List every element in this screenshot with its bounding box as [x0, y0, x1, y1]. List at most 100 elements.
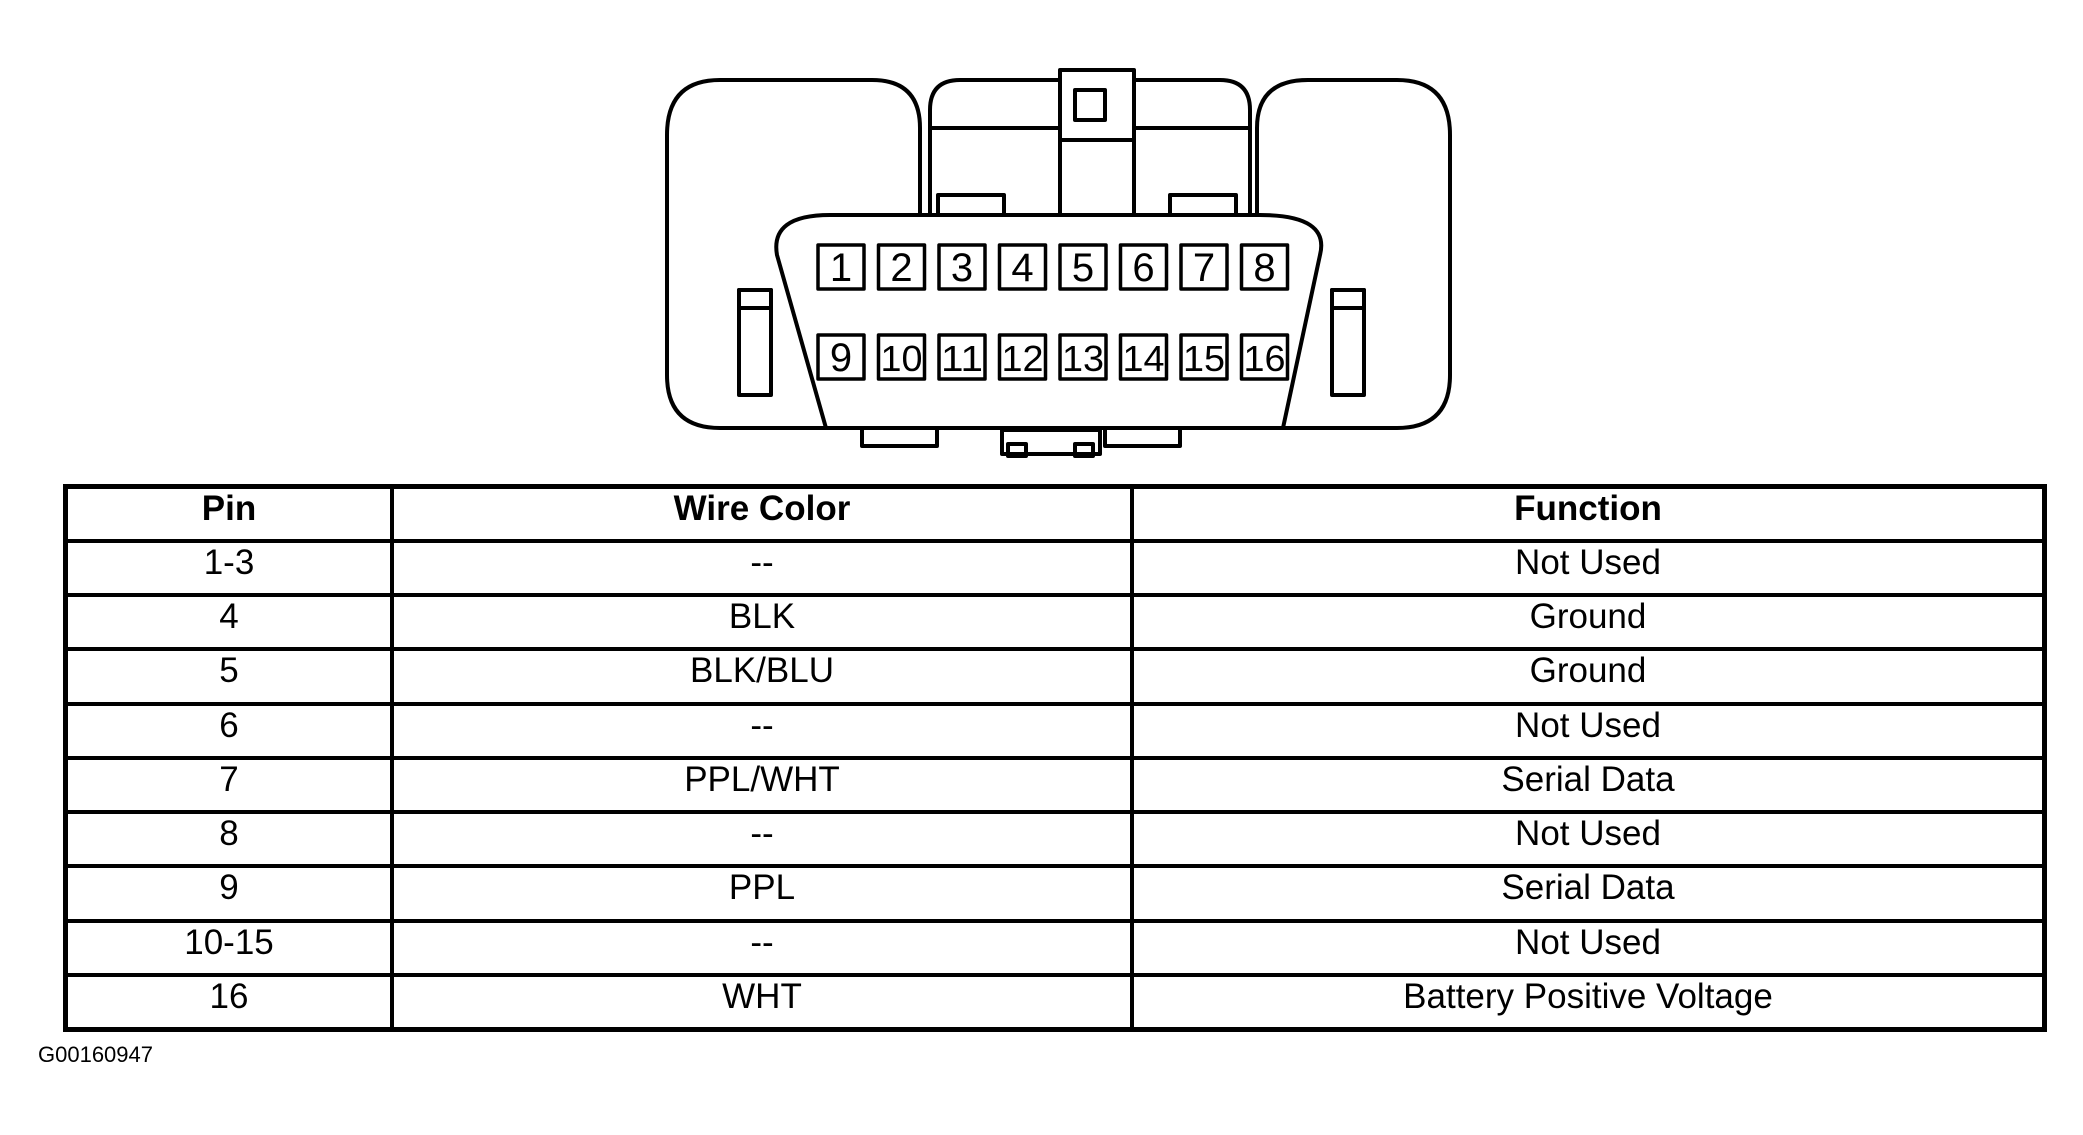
pin-cell: 3	[937, 243, 987, 291]
pin-cell: 12	[997, 333, 1048, 381]
pin-cell: 2	[876, 243, 927, 291]
cell-wire-color: BLK	[390, 593, 1134, 652]
cell-wire-color: WHT	[390, 972, 1134, 1032]
header-pin: Pin	[63, 484, 394, 543]
cell-function: Serial Data	[1130, 755, 2047, 815]
pin-box	[1058, 333, 1108, 381]
pin-cell: 15	[1179, 333, 1229, 381]
pin-cell: 11	[937, 333, 987, 381]
pin-number: 6	[1132, 246, 1154, 290]
cell-wire-color: PPL	[390, 864, 1134, 923]
table-row: 7 PPL/WHT Serial Data	[63, 755, 2047, 815]
figure-id: G00160947	[38, 1042, 153, 1067]
cell-pin: 8	[63, 810, 394, 869]
pin-cell: 13	[1058, 333, 1108, 381]
pin-box	[876, 243, 927, 291]
side-post-left	[737, 288, 773, 397]
table-row: 1-3 -- Not Used	[63, 538, 2047, 598]
pin-number: 8	[1253, 246, 1275, 290]
table-row: 8 -- Not Used	[63, 810, 2047, 869]
pin-number: 14	[1123, 338, 1165, 379]
pin-number: 13	[1062, 338, 1104, 379]
cell-pin: 1-3	[63, 538, 394, 598]
cell-function: Not Used	[1130, 538, 2047, 598]
cell-pin: 6	[63, 701, 394, 760]
pin-number: 9	[830, 336, 852, 380]
latch-tab	[1058, 68, 1136, 142]
cell-function: Not Used	[1130, 701, 2047, 760]
pin-box	[937, 333, 987, 381]
cell-pin: 10-15	[63, 918, 394, 977]
pinout-table: Pin Wire Color Function 1-3 -- Not Used …	[63, 484, 2047, 1032]
header-function: Function	[1130, 484, 2047, 543]
pin-box	[1239, 243, 1290, 291]
cell-pin: 16	[63, 972, 394, 1032]
bottom-key-right	[1103, 426, 1182, 448]
pin-box	[876, 333, 927, 381]
table-row: 9 PPL Serial Data	[63, 864, 2047, 923]
cell-function: Serial Data	[1130, 864, 2047, 923]
housing-left-lobe	[665, 78, 922, 430]
pin-number: 15	[1183, 338, 1225, 379]
cell-wire-color: --	[390, 701, 1134, 760]
pin-number: 10	[881, 338, 923, 379]
table-header-row: Pin Wire Color Function	[63, 484, 2047, 543]
cell-wire-color: BLK/BLU	[390, 647, 1134, 706]
pin-cell: 4	[997, 243, 1048, 291]
cell-pin: 7	[63, 755, 394, 815]
pin-number: 16	[1244, 338, 1286, 379]
pin-number: 7	[1193, 246, 1215, 290]
cell-pin: 4	[63, 593, 394, 652]
pin-cell: 5	[1058, 243, 1108, 291]
table-row: 4 BLK Ground	[63, 593, 2047, 652]
pin-cell: 7	[1179, 243, 1229, 291]
cell-wire-color: --	[390, 918, 1134, 977]
pin-cell: 6	[1118, 243, 1169, 291]
pin-box	[1179, 243, 1229, 291]
cell-wire-color: PPL/WHT	[390, 755, 1134, 815]
pin-cell: 1	[816, 243, 866, 291]
cell-function: Not Used	[1130, 810, 2047, 869]
table-row: 6 -- Not Used	[63, 701, 2047, 760]
housing-right-lobe	[1100, 78, 1452, 430]
pin-cell: 10	[876, 333, 927, 381]
pin-face	[774, 213, 1324, 430]
cell-pin: 5	[63, 647, 394, 706]
pin-box	[997, 243, 1048, 291]
pin-box	[1179, 333, 1229, 381]
pin-box	[1118, 243, 1169, 291]
pin-box	[1118, 333, 1169, 381]
cell-wire-color: --	[390, 538, 1134, 598]
pin-box	[1058, 243, 1108, 291]
pin-cell: 14	[1118, 333, 1169, 381]
table-row: 5 BLK/BLU Ground	[63, 647, 2047, 706]
pin-cell: 8	[1239, 243, 1290, 291]
pin-cell: 16	[1239, 333, 1290, 381]
pin-number: 4	[1011, 246, 1033, 290]
cell-pin: 9	[63, 864, 394, 923]
pin-box	[816, 333, 866, 381]
header-wire-color: Wire Color	[390, 484, 1134, 543]
table-row: 16 WHT Battery Positive Voltage	[63, 972, 2047, 1032]
pin-number: 1	[830, 246, 852, 290]
pin-box	[1239, 333, 1290, 381]
side-post-right	[1330, 288, 1366, 397]
cell-wire-color: --	[390, 810, 1134, 869]
pin-box	[937, 243, 987, 291]
cell-function: Ground	[1130, 593, 2047, 652]
pin-box	[997, 333, 1048, 381]
center-latch	[928, 78, 1062, 215]
bottom-key-left	[860, 426, 939, 448]
pin-cell: 9	[816, 333, 866, 381]
pin-number: 11	[941, 338, 983, 379]
pin-box	[816, 243, 866, 291]
cell-function: Battery Positive Voltage	[1130, 972, 2047, 1032]
cell-function: Not Used	[1130, 918, 2047, 977]
pin-number: 3	[951, 246, 973, 290]
pin-number: 12	[1002, 338, 1044, 379]
pin-number: 2	[890, 246, 912, 290]
pin-number: 5	[1072, 246, 1094, 290]
table-row: 10-15 -- Not Used	[63, 918, 2047, 977]
cell-function: Ground	[1130, 647, 2047, 706]
